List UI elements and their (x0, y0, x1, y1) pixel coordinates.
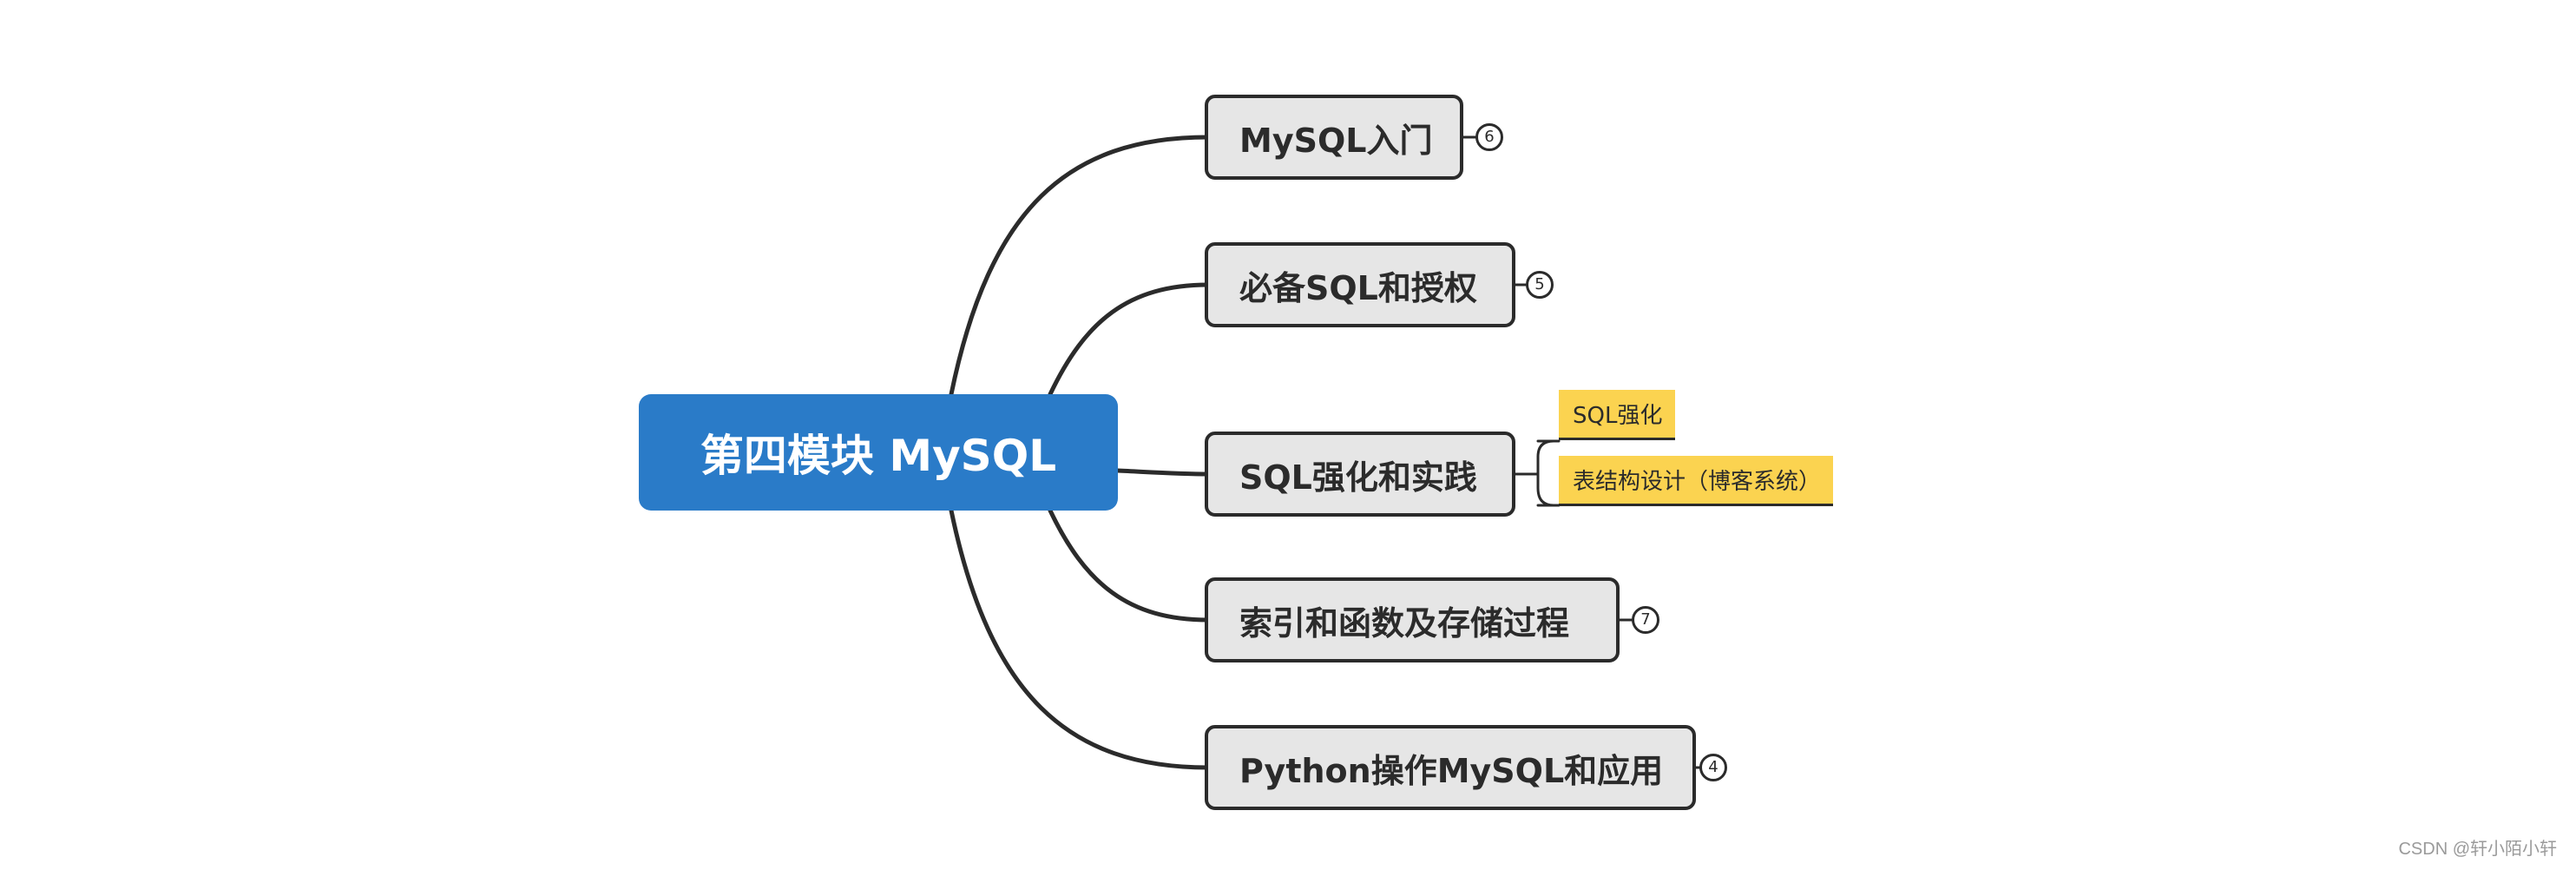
subtopic-sql-enhance[interactable]: SQL强化 (1559, 390, 1675, 440)
connector-line-sql-practice (1115, 468, 1211, 477)
connector-line-mysql-intro (949, 135, 1211, 397)
collapsed-count-badge[interactable]: 5 (1526, 271, 1554, 299)
connector-line-essential-sql (1048, 282, 1211, 397)
subtopic-table-design[interactable]: 表结构设计（博客系统） (1559, 456, 1833, 506)
branch-topic-index-functions[interactable]: 索引和函数及存储过程 (1205, 577, 1620, 662)
collapsed-count-badge[interactable]: 4 (1699, 754, 1727, 781)
collapsed-count-badge[interactable]: 6 (1475, 123, 1503, 151)
collapsed-count-badge[interactable]: 7 (1632, 606, 1659, 634)
connector-line-index-functions (1048, 508, 1211, 623)
central-topic[interactable]: 第四模块 MySQL (639, 394, 1118, 511)
watermark: CSDN @轩小陌小轩 (2398, 840, 2557, 859)
branch-topic-mysql-intro[interactable]: MySQL入门 (1205, 95, 1463, 180)
connector-line-python-mysql (949, 508, 1211, 770)
branch-topic-sql-practice[interactable]: SQL强化和实践 (1205, 432, 1515, 517)
branch-topic-python-mysql[interactable]: Python操作MySQL和应用 (1205, 725, 1696, 810)
branch-topic-essential-sql[interactable]: 必备SQL和授权 (1205, 242, 1515, 327)
subtopic-bracket (1514, 439, 1561, 507)
